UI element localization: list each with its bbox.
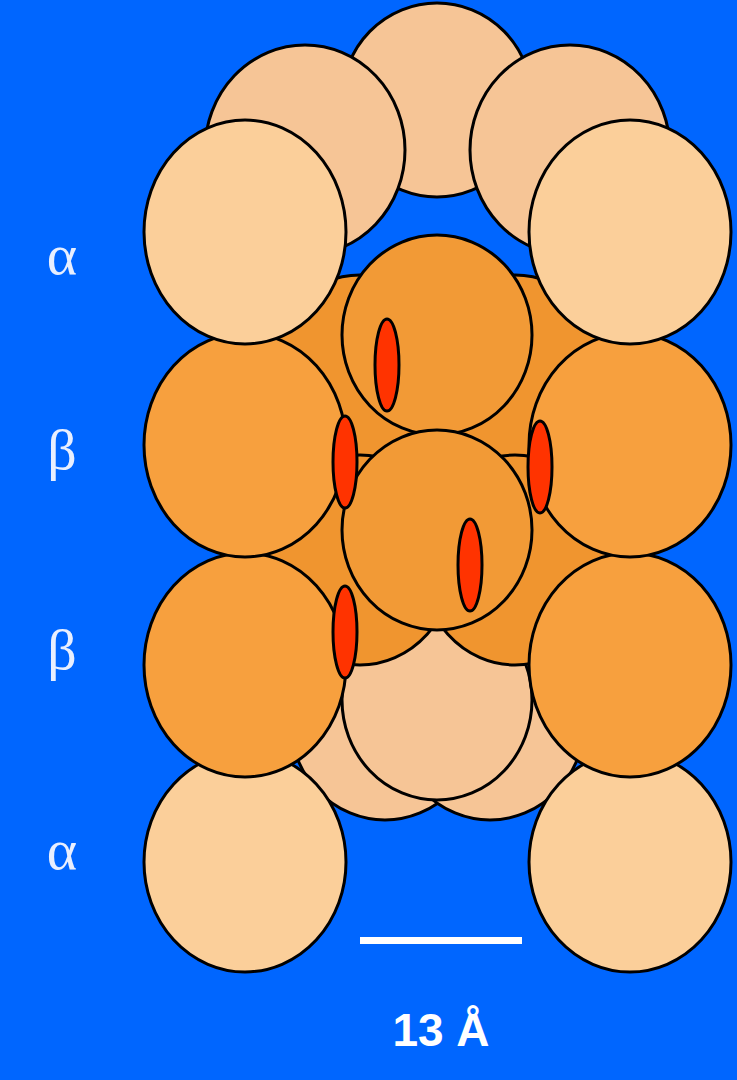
scale-bar <box>360 937 522 944</box>
subunit-label: β <box>47 421 77 479</box>
subunit-label: β <box>47 621 77 679</box>
scale-label: 13 Å <box>392 1007 489 1053</box>
subunit-label: α <box>47 821 77 879</box>
subunit-label: α <box>47 226 77 284</box>
